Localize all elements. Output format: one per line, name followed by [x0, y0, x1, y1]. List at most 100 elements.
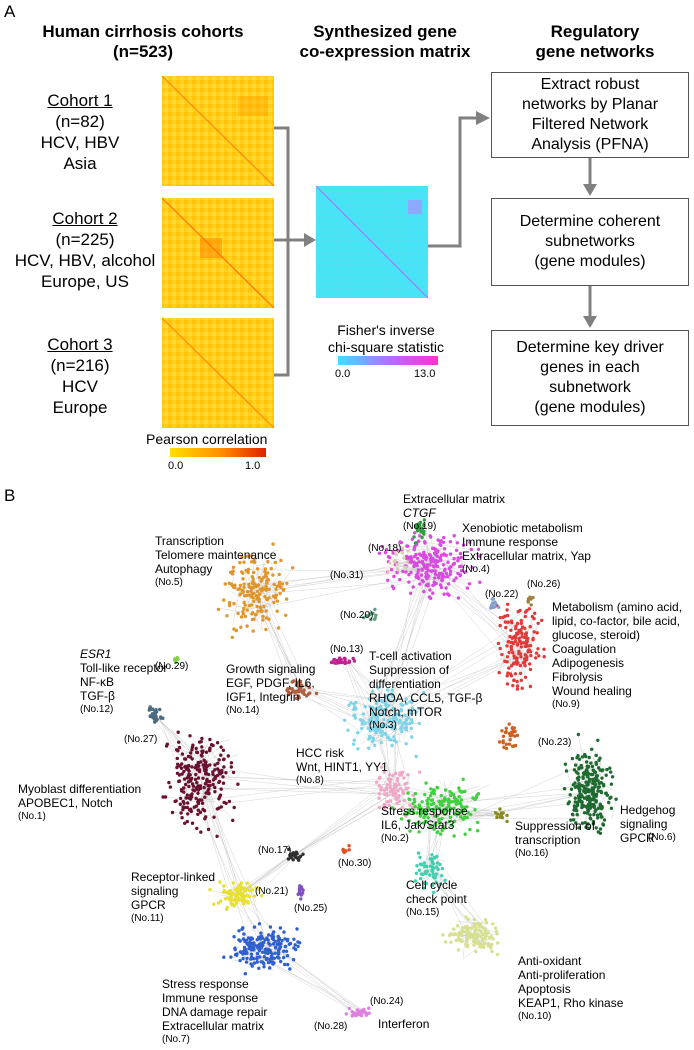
gene-node	[404, 742, 408, 746]
module-edge	[578, 734, 590, 798]
gene-node	[352, 702, 356, 706]
gene-node	[390, 688, 394, 692]
cluster-no16	[493, 807, 509, 824]
gene-node	[173, 658, 178, 662]
cluster-no13	[329, 656, 357, 665]
gene-node	[432, 808, 436, 812]
module-edge	[467, 934, 493, 946]
fisher-caption: Fisher's inverse chi-square statistic	[316, 322, 456, 356]
gene-node	[489, 935, 493, 939]
network-edge	[156, 715, 216, 789]
module-7-label: Stress response Immune response DNA dama…	[162, 977, 267, 1047]
gene-node	[269, 566, 273, 571]
gene-node	[577, 826, 581, 830]
gene-node	[265, 956, 269, 961]
network-edge	[270, 944, 354, 1013]
gene-node	[255, 945, 260, 949]
gene-node	[400, 729, 404, 734]
gene-node	[261, 614, 265, 619]
gene-node	[454, 938, 458, 943]
gene-node	[335, 658, 340, 662]
gene-node	[433, 569, 437, 573]
gene-node	[186, 780, 191, 784]
gene-node	[478, 922, 483, 926]
gene-node	[282, 930, 286, 934]
network-nodes	[147, 518, 618, 1018]
gene-node	[475, 820, 480, 825]
gene-node	[531, 638, 535, 642]
gene-node	[307, 685, 311, 690]
cohort-2-heatmap	[161, 197, 275, 309]
gene-node	[440, 874, 444, 878]
cohort-3-name: Cohort 3	[47, 335, 113, 354]
gene-node	[255, 589, 260, 594]
network-edge	[380, 635, 514, 712]
gene-node	[402, 720, 407, 725]
gene-node	[352, 738, 356, 742]
cluster-no14	[285, 679, 319, 701]
gene-node	[442, 799, 446, 803]
gene-node	[387, 724, 391, 728]
gene-node	[259, 893, 264, 898]
gene-node	[395, 801, 399, 805]
gene-node	[397, 782, 401, 787]
gene-node	[406, 773, 410, 777]
network-edge	[211, 777, 391, 796]
module-5-label: Transcription Telomere maintenance Autop…	[155, 534, 276, 590]
gene-node	[233, 947, 237, 952]
gene-node	[266, 947, 270, 952]
module-8-line2: Wnt, HINT1, YY1	[296, 760, 388, 774]
gene-node	[582, 811, 587, 815]
gene-node	[332, 658, 336, 662]
gene-node	[513, 639, 518, 644]
gene-node	[512, 654, 516, 658]
gene-node	[440, 828, 444, 833]
gene-node	[456, 571, 460, 576]
gene-node	[604, 791, 608, 795]
gene-node	[238, 958, 242, 963]
network-edge	[263, 592, 308, 686]
gene-node	[523, 644, 527, 649]
gene-node	[286, 687, 290, 691]
gene-node	[413, 531, 417, 535]
gene-node	[417, 523, 422, 527]
gene-node	[583, 791, 588, 795]
module-5-line2: Telomere maintenance	[155, 548, 277, 562]
step-key-drivers: Determine key driver genes in each subne…	[491, 330, 689, 426]
gene-node	[599, 806, 603, 811]
gene-node	[387, 803, 391, 808]
gene-node	[232, 805, 236, 810]
gene-node	[267, 587, 271, 591]
gene-node	[408, 797, 412, 802]
gene-node	[251, 611, 255, 615]
tag-no30: (No.30)	[338, 858, 372, 869]
gene-node	[272, 956, 277, 960]
gene-node	[380, 544, 384, 549]
module-edge	[256, 562, 276, 566]
gene-node	[252, 558, 256, 562]
gene-node	[368, 721, 372, 725]
gene-node	[429, 569, 433, 573]
gene-node	[470, 926, 474, 930]
gene-node	[596, 806, 600, 810]
gene-node	[422, 523, 426, 527]
gene-node	[515, 687, 520, 691]
network-edge	[202, 787, 398, 790]
tag-no27: (No.27)	[124, 734, 158, 745]
gene-node	[203, 817, 207, 821]
gene-node	[583, 786, 587, 791]
gene-node	[195, 781, 199, 785]
gene-node	[242, 594, 247, 598]
gene-node	[580, 784, 584, 788]
gene-node	[509, 730, 514, 735]
gene-node	[434, 872, 439, 876]
network-edge	[218, 783, 394, 805]
gene-node	[399, 786, 403, 790]
gene-node	[408, 803, 412, 807]
gene-node	[194, 804, 198, 808]
gene-node	[399, 817, 404, 821]
gene-node	[448, 815, 453, 820]
gene-node	[416, 806, 421, 811]
gene-node	[148, 714, 153, 718]
gene-node	[185, 805, 189, 810]
